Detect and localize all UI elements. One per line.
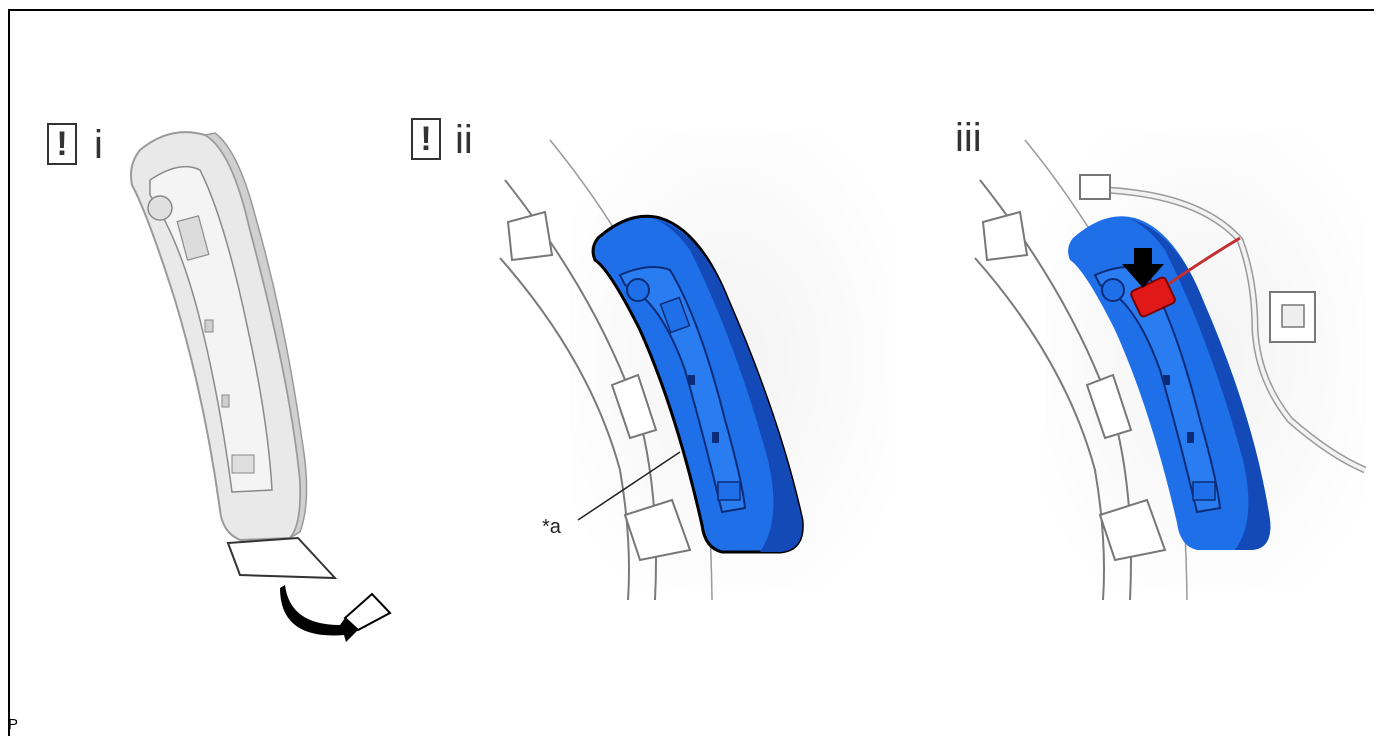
figure-code: P [8, 716, 18, 733]
step-label-i: i [94, 125, 103, 165]
caution-icon: ! [411, 118, 441, 160]
step-label-ii: ii [455, 120, 473, 160]
callout-a-label: *a [542, 516, 561, 539]
panel-i-part [131, 132, 390, 642]
step-label-iii: iii [955, 118, 982, 158]
caution-mark: ! [56, 125, 67, 163]
caution-mark: ! [420, 120, 431, 158]
caution-icon: ! [47, 123, 77, 165]
